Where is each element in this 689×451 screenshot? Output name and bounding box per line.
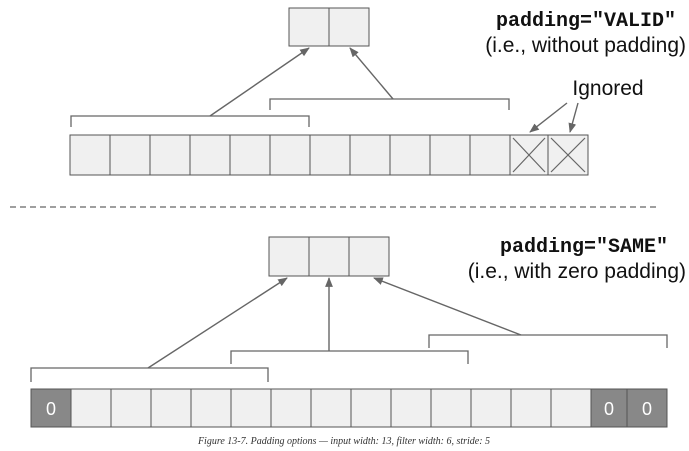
- ignored-arrow: [529, 102, 568, 133]
- same-input-cell: [230, 388, 272, 428]
- valid-input-cell: [109, 134, 151, 176]
- ignored-arrow: [568, 102, 579, 133]
- valid-input-cell: [429, 134, 471, 176]
- same-subtitle: (i.e., with zero padding): [468, 260, 686, 283]
- valid-input-cell: [309, 134, 351, 176]
- same-input-cell: [310, 388, 352, 428]
- valid-title: padding="VALID": [496, 10, 676, 33]
- valid-subtitle: (i.e., without padding): [485, 34, 686, 57]
- same-output-cell: [308, 236, 350, 277]
- same-title: padding="SAME": [500, 236, 668, 259]
- same-output-row: [268, 236, 390, 277]
- same-output-cell: [268, 236, 310, 277]
- ignored-cell: [509, 134, 549, 176]
- zero-pad-cell: 0: [626, 388, 668, 428]
- same-arrow: [373, 277, 522, 336]
- figure-caption: Figure 13-7. Padding options — input wid…: [197, 436, 490, 447]
- valid-input-cell: [269, 134, 311, 176]
- same-input-cell: [70, 388, 112, 428]
- valid-input-cell: [229, 134, 271, 176]
- valid-input-cell: [189, 134, 231, 176]
- valid-input-cell: [469, 134, 511, 176]
- valid-arrow: [209, 47, 310, 117]
- zero-pad-cell: 0: [30, 388, 72, 428]
- same-output-cell: [348, 236, 390, 277]
- valid-output-cell: [328, 7, 370, 47]
- svg-text:0: 0: [604, 399, 614, 419]
- same-arrow: [147, 277, 288, 369]
- zero-pad-cell: 0: [590, 388, 628, 428]
- same-input-cell: [190, 388, 232, 428]
- same-input-cell: [270, 388, 312, 428]
- ignored-label: Ignored: [572, 77, 643, 100]
- valid-output-cell: [288, 7, 330, 47]
- same-input-row: 0 0 0: [30, 388, 668, 428]
- valid-section: padding="VALID" (i.e., without padding) …: [69, 7, 686, 176]
- svg-text:0: 0: [642, 399, 652, 419]
- same-input-cell: [150, 388, 192, 428]
- valid-arrow: [349, 47, 394, 100]
- same-filter-bracket: [30, 367, 269, 382]
- valid-filter-bracket: [269, 98, 510, 110]
- same-filter-bracket: [230, 350, 469, 364]
- valid-filter-bracket: [70, 115, 310, 127]
- svg-text:0: 0: [46, 399, 56, 419]
- same-input-cell: [430, 388, 472, 428]
- ignored-cell: [547, 134, 589, 176]
- same-input-cell: [510, 388, 552, 428]
- same-section: 0 0 0: [30, 236, 686, 428]
- same-filter-bracket: [428, 334, 668, 348]
- valid-output-row: [288, 7, 370, 47]
- same-input-cell: [350, 388, 392, 428]
- same-input-cell: [470, 388, 512, 428]
- valid-input-cell: [389, 134, 431, 176]
- same-input-cell: [390, 388, 432, 428]
- valid-input-row: [69, 134, 589, 176]
- valid-input-cell: [349, 134, 391, 176]
- valid-input-cell: [69, 134, 111, 176]
- valid-input-cell: [149, 134, 191, 176]
- same-input-cell: [110, 388, 152, 428]
- same-input-cell: [550, 388, 592, 428]
